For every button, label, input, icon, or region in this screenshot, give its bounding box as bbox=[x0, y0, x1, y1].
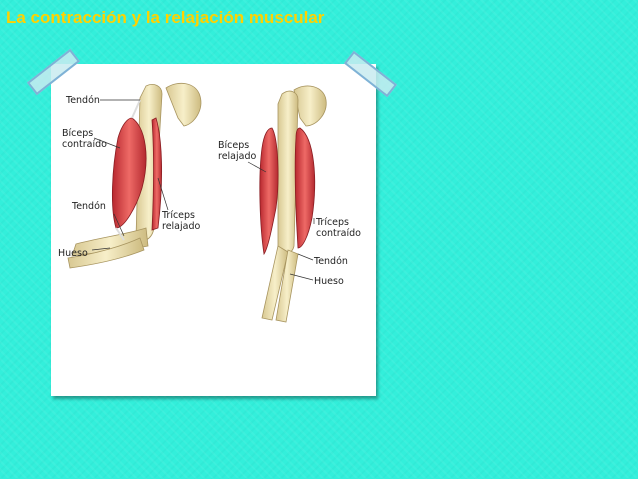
label-biceps-contracted-2: contraído bbox=[62, 139, 107, 150]
label-tendon-right: Tendón bbox=[313, 256, 348, 267]
label-bone-left: Hueso bbox=[58, 248, 88, 259]
anatomy-svg: Tendón Bíceps contraído Tendón Tríceps r… bbox=[58, 78, 368, 326]
label-triceps-contracted-2: contraído bbox=[316, 228, 361, 239]
slide-title: La contracción y la relajación muscular bbox=[6, 8, 326, 28]
label-biceps-contracted-1: Bíceps bbox=[62, 128, 93, 139]
label-biceps-relaxed-2: relajado bbox=[218, 151, 256, 162]
label-bone-right: Hueso bbox=[314, 276, 344, 287]
label-triceps-relaxed-1: Tríceps bbox=[161, 210, 195, 221]
left-arm bbox=[68, 83, 201, 268]
arm-muscles-illustration: Tendón Bíceps contraído Tendón Tríceps r… bbox=[58, 78, 368, 326]
label-triceps-relaxed-2: relajado bbox=[162, 221, 200, 232]
label-biceps-relaxed-1: Bíceps bbox=[218, 140, 249, 151]
label-tendon-top: Tendón bbox=[65, 95, 100, 106]
label-triceps-contracted-1: Tríceps bbox=[315, 217, 349, 228]
label-tendon-bottom: Tendón bbox=[71, 201, 106, 212]
